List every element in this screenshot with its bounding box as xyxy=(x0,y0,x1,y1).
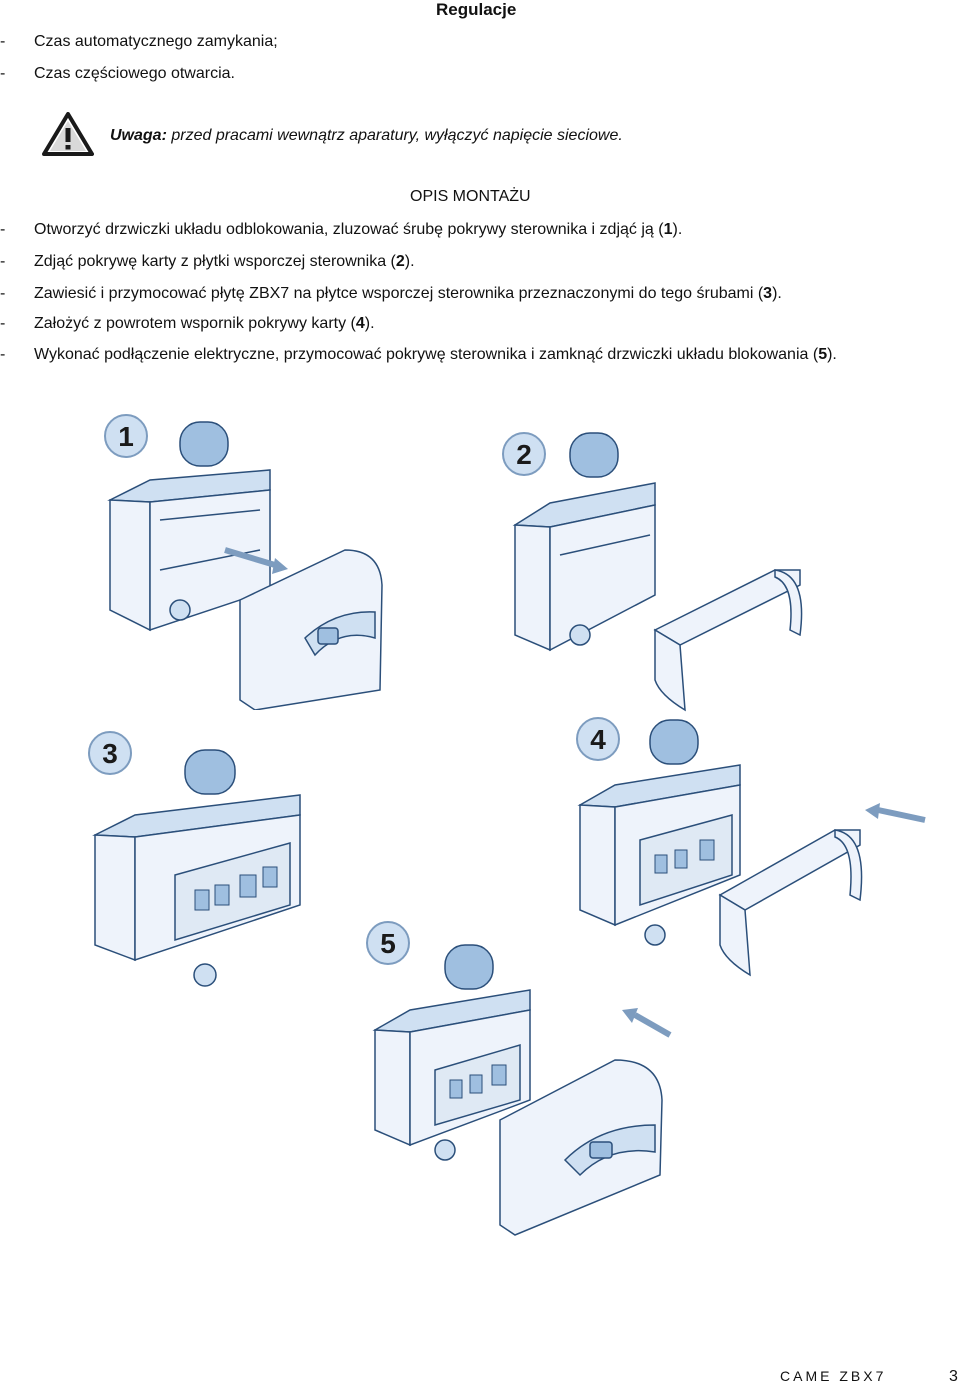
step-text-end: ). xyxy=(364,315,375,332)
section-title: OPIS MONTAŻU xyxy=(410,188,531,205)
warning-triangle-icon xyxy=(42,112,94,156)
figure-step-4: 4 xyxy=(576,717,926,977)
list-item-text: Czas częściowego otwarcia. xyxy=(34,65,235,82)
step-badge-number: 1 xyxy=(118,421,134,452)
arrow-icon xyxy=(877,807,926,823)
page-heading: Regulacje xyxy=(436,0,517,19)
step-badge xyxy=(366,921,410,965)
step-badge-number: 4 xyxy=(590,724,606,755)
warning-message: przed pracami wewnątrz aparatury, wyłącz… xyxy=(166,127,623,144)
step-item: -Wykonać podłączenie elektryczne, przymo… xyxy=(0,346,837,363)
step-badge xyxy=(88,731,132,775)
figure-step-2: 2 xyxy=(502,432,803,712)
step-badge-number: 2 xyxy=(516,439,532,470)
step-text: Otworzyć drzwiczki układu odblokowania, … xyxy=(34,221,664,238)
cover xyxy=(499,1059,663,1236)
step-text: Zawiesić i przymocować płytę ZBX7 na pły… xyxy=(34,285,764,302)
step-text-end: ). xyxy=(672,221,683,238)
controller-unit xyxy=(107,421,271,632)
list-item: -Czas automatycznego zamykania; xyxy=(0,33,278,50)
board-cover-bracket xyxy=(718,829,863,977)
cover xyxy=(239,549,383,710)
step-text-end: ). xyxy=(772,285,782,302)
arrow-head-icon xyxy=(272,558,288,574)
step-number: 2 xyxy=(395,253,405,270)
step-item: -Zdjąć pokrywę karty z płytki wsporczej … xyxy=(0,253,415,270)
step-badge xyxy=(104,414,148,458)
arrow-head-icon xyxy=(622,1008,638,1023)
arrow-head-icon xyxy=(865,803,880,819)
step-badge-number: 3 xyxy=(102,738,118,769)
page-number: 3 xyxy=(949,1368,958,1385)
step-number: 4 xyxy=(355,315,365,332)
step-text: Założyć z powrotem wspornik pokrywy kart… xyxy=(34,315,356,332)
arrow-icon xyxy=(633,1012,672,1038)
controller-unit xyxy=(92,749,301,987)
controller-unit xyxy=(372,944,531,1161)
controller-unit xyxy=(577,719,741,946)
list-item: -Czas częściowego otwarcia. xyxy=(0,65,235,82)
step-badge-number: 5 xyxy=(380,928,396,959)
warning-label: Uwaga: xyxy=(110,127,167,144)
step-badge xyxy=(502,432,546,476)
board-cover xyxy=(653,569,803,712)
step-badge xyxy=(576,717,620,761)
figure-step-3: 3 xyxy=(88,731,301,987)
step-number: 3 xyxy=(763,285,773,302)
list-item-text: Czas automatycznego zamykania; xyxy=(34,33,278,50)
controller-unit xyxy=(512,432,656,652)
arrow-icon xyxy=(224,547,276,568)
step-item: -Zawiesić i przymocować płytę ZBX7 na pł… xyxy=(0,285,782,302)
warning-text: Uwaga: przed pracami wewnątrz aparatury,… xyxy=(110,127,623,145)
step-text: Wykonać podłączenie elektryczne, przymoc… xyxy=(34,346,819,363)
step-item: -Założyć z powrotem wspornik pokrywy kar… xyxy=(0,315,375,332)
figure-step-5: 5 xyxy=(366,921,672,1236)
step-text-end: ). xyxy=(404,253,415,270)
figure-step-1: 1 xyxy=(104,414,383,710)
step-number: 1 xyxy=(663,221,673,238)
footer-brand: CAME ZBX7 xyxy=(780,1368,887,1384)
step-number: 5 xyxy=(818,346,828,363)
step-item: -Otworzyć drzwiczki układu odblokowania,… xyxy=(0,221,683,238)
step-text-end: ). xyxy=(827,346,837,363)
step-text: Zdjąć pokrywę karty z płytki wsporczej s… xyxy=(34,253,396,270)
